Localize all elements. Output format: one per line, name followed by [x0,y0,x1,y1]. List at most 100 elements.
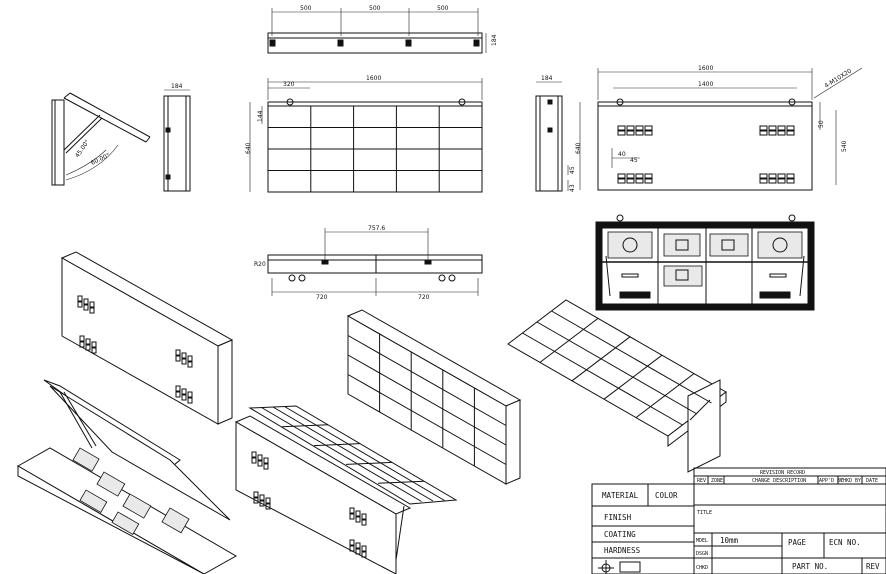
vent-slot [635,130,644,136]
tb-title: TITLE [697,510,712,516]
vent-slot [79,341,85,348]
vent-slot [83,304,89,311]
tb-rev: REV [697,478,706,484]
vent-slot [355,542,361,549]
vent-slot [175,349,181,356]
tb-dsgn: DSGN [696,551,708,557]
vent-slot [259,500,265,507]
tb-rev2: REV [866,562,880,571]
iso-tilted-box [234,405,458,574]
vent-slot [77,295,83,302]
vent-slot [777,173,786,179]
vent-slot [768,130,777,136]
vent-slot [355,516,361,523]
vent-slot [79,335,85,342]
tb-hardness: HARDNESS [604,546,641,555]
vent-slot [187,391,193,398]
vent-slot [251,451,257,458]
vent-slot [355,510,361,517]
angle-b: 60.00° [90,152,111,167]
module-seam-h [272,406,434,502]
vent-slot [777,130,786,136]
tb-material: MATERIAL [602,491,639,500]
vent-slot [91,347,97,354]
vent-slot [349,545,355,552]
side-right-b: 43 [569,184,576,192]
vent-slot [361,513,367,520]
vent-slot [617,173,626,179]
vent-slot [768,178,777,184]
tb-model-label: MDEL [696,538,708,544]
side-right-depth: 184 [541,75,553,82]
module-seam-h [261,407,422,502]
vent-slot [77,301,83,308]
vent-slot [349,513,355,520]
vent-slot [181,394,187,401]
vent-slot [181,352,187,359]
vent-slot [626,178,635,184]
vent-slot [263,457,269,464]
vent-slot [83,298,89,305]
vent-slot [263,463,269,470]
tb-date: DATE [866,478,878,484]
vent-slot [644,130,653,136]
back-inner-h: 540 [841,140,848,152]
vent-slot [759,130,768,136]
top-dim-2: 500 [369,5,381,12]
vent-slot [644,173,653,179]
module-seam-h [551,310,712,404]
tb-coating: COATING [604,530,636,539]
vent-slot [617,125,626,131]
bottom-right: 720 [418,294,430,301]
vent-slot [257,454,263,461]
front-height: 640 [245,142,252,154]
back-small-a: 40 [618,151,626,158]
vent-slot [759,173,768,179]
vent-slot [626,130,635,136]
tb-rev-header: REVISION RECORD [760,470,805,476]
vent-slot [644,125,653,131]
vent-slot [175,391,181,398]
vent-slot [626,173,635,179]
tb-chkd-by: CHKD BY [840,478,861,484]
vent-slot [253,497,259,504]
vent-slot [175,355,181,362]
vent-slot [617,178,626,184]
title-block: MATERIAL COLOR FINISH COATING HARDNESS R… [591,467,886,574]
vent-slot [635,173,644,179]
side-view-right: 184 45 43 [535,75,576,192]
vent-slot [759,178,768,184]
back-hole: 4-M10X20 [823,67,853,89]
side-right-a: 45 [569,166,576,174]
vent-slot [786,125,795,131]
bottom-left: 720 [316,294,328,301]
side-view-left: 184 [163,83,191,192]
front-view: 1600 320 144 640 [245,75,483,193]
vent-slot [635,125,644,131]
module-seam-h [347,354,507,446]
vent-slot [187,355,193,362]
top-height: 184 [491,34,498,46]
vent-slot [768,125,777,131]
vent-slot [91,341,97,348]
front-top-gap: 144 [257,110,264,122]
vent-slot [265,503,271,510]
vent-slot [253,491,259,498]
vent-slot [361,545,367,552]
vent-slot [85,338,91,345]
module-seam-h [284,406,445,501]
tb-finish: FINISH [604,513,632,522]
vent-slot [635,178,644,184]
tb-zone: ZONE [711,478,723,484]
vent-slot [777,178,786,184]
iso-back-panel [60,251,234,425]
vent-slot [181,388,187,395]
vent-slot [85,344,91,351]
bottom-edge: R20 [254,261,266,268]
module-seam-h [522,332,683,426]
tb-color: COLOR [655,491,678,500]
side-left-depth: 184 [171,83,183,90]
vent-slot [181,358,187,365]
vent-slot [361,551,367,558]
side-view-open: 45.00° 60.00° [51,92,151,186]
